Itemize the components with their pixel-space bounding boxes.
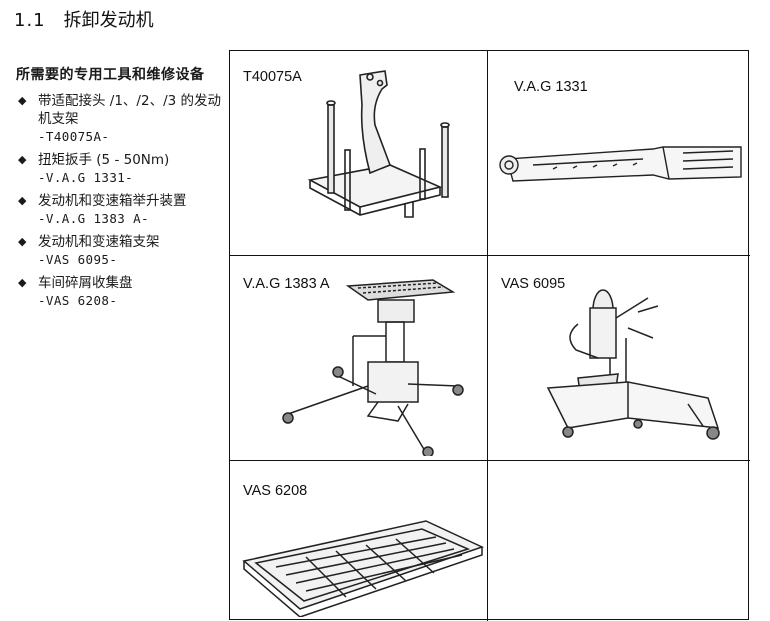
- figure-cell-vas6208: VAS 6208: [230, 461, 488, 621]
- figure-cell-vag1383a: V.A.G 1383 A: [230, 256, 488, 461]
- tool-code: -VAS 6208-: [38, 293, 118, 308]
- engine-stand-icon: [546, 289, 720, 440]
- tools-list: ◆ 带适配接头 /1、/2、/3 的发动机支架 -T40075A- ◆ 扭矩扳手…: [14, 92, 224, 315]
- diamond-bullet-icon: ◆: [18, 235, 27, 248]
- list-item: ◆ 车间碎屑收集盘 -VAS 6208-: [14, 274, 224, 310]
- tool-description: 发动机和变速箱支架: [38, 234, 160, 250]
- tool-code: -VAS 6095-: [38, 252, 118, 267]
- tool-description: 扭矩扳手 (5 - 50Nm): [38, 152, 170, 168]
- figure-grid: T40075A V.A.G 1331: [229, 50, 750, 621]
- list-item: ◆ 带适配接头 /1、/2、/3 的发动机支架 -T40075A-: [14, 92, 224, 146]
- tool-code: -T40075A-: [38, 129, 110, 144]
- figure-cell-empty: [488, 461, 750, 621]
- section-number: 1.1: [14, 10, 46, 31]
- tool-code: -V.A.G 1383 A-: [38, 211, 149, 226]
- tool-code: -V.A.G 1331-: [38, 170, 134, 185]
- figure-cell-vas6095: VAS 6095: [488, 256, 750, 461]
- lift-jack-icon: [282, 279, 464, 456]
- diamond-bullet-icon: ◆: [18, 194, 27, 207]
- figure-label: VAS 6095: [501, 276, 566, 292]
- figure-label: VAS 6208: [243, 483, 308, 499]
- list-item: ◆ 发动机和变速箱举升装置 -V.A.G 1383 A-: [14, 192, 224, 228]
- figure-cell-vag1331: V.A.G 1331: [488, 51, 750, 256]
- tool-description: 车间碎屑收集盘: [38, 275, 133, 291]
- diamond-bullet-icon: ◆: [18, 153, 27, 166]
- section-title: 1.1 拆卸发动机: [14, 6, 154, 32]
- figure-label: T40075A: [243, 69, 302, 85]
- figure-label: V.A.G 1383 A: [243, 276, 330, 292]
- list-item: ◆ 扭矩扳手 (5 - 50Nm) -V.A.G 1331-: [14, 151, 224, 187]
- tools-heading: 所需要的专用工具和维修设备: [16, 67, 205, 83]
- diamond-bullet-icon: ◆: [18, 276, 27, 289]
- list-item: ◆ 发动机和变速箱支架 -VAS 6095-: [14, 233, 224, 269]
- figure-cell-t40075a: T40075A: [230, 51, 488, 256]
- figure-label: V.A.G 1331: [514, 79, 588, 95]
- diamond-bullet-icon: ◆: [18, 94, 27, 107]
- tool-description: 发动机和变速箱举升装置: [38, 193, 187, 209]
- tool-description: 带适配接头 /1、/2、/3 的发动机支架: [38, 93, 221, 127]
- torque-wrench-icon: [499, 146, 742, 182]
- section-heading: 拆卸发动机: [63, 10, 154, 31]
- drip-tray-icon: [242, 520, 485, 617]
- engine-support-frame-icon: [307, 70, 450, 218]
